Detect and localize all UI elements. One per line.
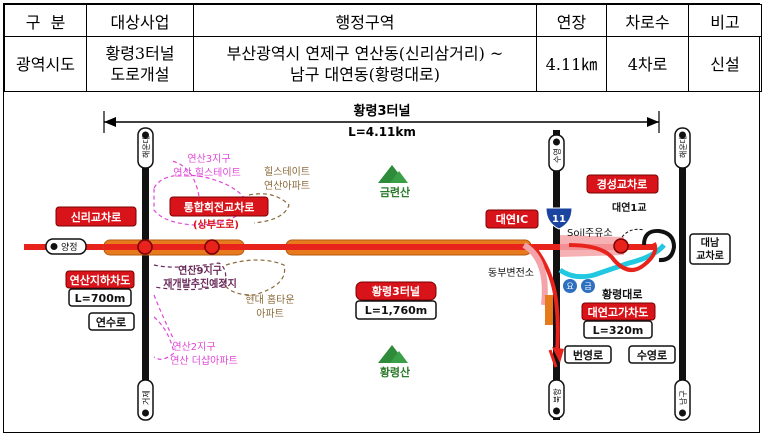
route-11-shield: 11 [545, 207, 573, 230]
suyeong-bottom-direction-label: 북항 [553, 388, 562, 403]
left-top-direction: 해운대 [137, 127, 154, 169]
route-map: 황령3터널 L=4.11km 해운대 거제 수영 북항 해운대 남구 [24, 103, 731, 421]
header-lanes: 차로수 [606, 4, 689, 37]
yeonsu-ro-label: 연수로 [96, 315, 126, 329]
left-vertical-road [142, 130, 149, 420]
cell-area: 부산광역시 연제구 연산동(신리삼거리) ~ 남구 대연동(황령대로) [193, 36, 537, 92]
suyeong-ro-label: 수영로 [637, 349, 667, 362]
dimension-line [103, 111, 660, 133]
project-line-1: 황령3터널 [105, 44, 175, 63]
daeyeon-ic-label: 대연IC [496, 212, 528, 226]
integrated-junction-sublabel: (상부도로) [193, 218, 239, 231]
suyeong-top-direction: 수영 [548, 134, 565, 172]
yeonsan9-sublabel: 재개발추진예정지 [163, 277, 237, 290]
underpass-length: L=700m [75, 292, 126, 305]
cell-category: 광역시도 [4, 36, 87, 92]
cell-length: 4.11㎞ [536, 36, 607, 92]
geumnyeon-mountain [378, 165, 408, 183]
integrated-junction-label: 통합회전교차로 [184, 200, 255, 214]
project-line-2: 도로개설 [110, 65, 170, 84]
danam-junction-label: 대남 [701, 236, 720, 249]
hyundai-label: 현대 홈타운 [245, 293, 294, 306]
suyeong-top-direction-label: 수영 [552, 148, 562, 163]
tunnel-name-badge: 황령3터널 [372, 284, 420, 298]
header-project: 대상사업 [86, 4, 194, 37]
right-top-direction-label: 해운대 [678, 136, 688, 158]
right-bottom-direction: 남구 [674, 379, 691, 421]
header-length: 연장 [536, 4, 607, 37]
daeyeon-bridge-label: 대연1교 [612, 201, 647, 214]
suyeong-vertical-road [553, 130, 560, 420]
ramp-arrow [552, 347, 564, 363]
toll-label-1: 요 [566, 282, 573, 291]
yeonsan2-sublabel: 연산 더샵아파트 [170, 355, 238, 367]
dimension-length: L=4.11km [348, 125, 416, 139]
hillstate-sublabel: 연산아파트 [264, 180, 310, 192]
sinri-junction-label: 신리교차로 [71, 210, 122, 224]
daeyeon-loop [642, 228, 677, 263]
dongbu-station-label: 동부변전소 [488, 267, 534, 279]
overpass-ramp [568, 242, 658, 272]
hillstate-label: 힐스테이트 [264, 165, 310, 178]
pink-ramp [522, 242, 548, 306]
hyundai-sublabel: 아파트 [256, 308, 284, 320]
yeonsan2-label: 연산2지구 [172, 341, 215, 353]
gyeongseong-junction-marker [613, 238, 629, 254]
sinri-junction-marker [137, 239, 153, 255]
right-top-direction: 해운대 [674, 127, 691, 169]
header-note: 비고 [688, 4, 762, 37]
overpass-length: L=320m [593, 324, 644, 337]
right-vertical-road [679, 130, 686, 420]
yangjeong-label: 양정 [61, 242, 78, 253]
hwangnyeong-mountain [378, 345, 408, 363]
south-arrow-left [548, 349, 558, 368]
route-number: 11 [552, 214, 566, 225]
dimension-title: 황령3터널 [354, 103, 411, 119]
yeonsan9-label: 연산9지구 [178, 264, 222, 277]
yeonsan3-sublabel: 연산 힐스테이트 [173, 166, 241, 179]
underpass-label: 연산지하차도 [70, 273, 131, 287]
left-bottom-direction-label: 거제 [142, 390, 151, 405]
table-header-row: 구 분 대상사업 행정구역 연장 차로수 비고 [4, 4, 762, 37]
main-route-overlay [104, 244, 531, 250]
overpass-label: 대연고가차도 [588, 305, 649, 319]
overpass-block [545, 295, 553, 325]
beonyeong-ro-label: 번영로 [573, 348, 603, 362]
hwangnyeong-mountain-label: 황령산 [380, 365, 410, 379]
integrated-junction-marker [204, 239, 220, 255]
toll-label-2: 금 [584, 282, 591, 291]
header-area: 행정구역 [193, 4, 537, 37]
yeonsan3-label: 연산3지구 [187, 153, 230, 165]
south-ramp [532, 245, 560, 354]
cell-lanes: 4차로 [606, 36, 689, 92]
right-bottom-direction-label: 남구 [679, 390, 688, 405]
area-line-1: 부산광역시 연제구 연산동(신리삼거리) ~ [226, 44, 504, 63]
geumnyeon-mountain-label: 금련산 [380, 185, 410, 199]
yangjeong-badge: 양정 [45, 238, 87, 255]
cell-note: 신설 [688, 36, 762, 92]
suyeong-bottom-direction: 북항 [548, 379, 565, 419]
left-top-direction-label: 해운대 [141, 136, 151, 158]
danam-junction-sublabel: 교차로 [696, 249, 724, 262]
header-category: 구 분 [4, 4, 87, 37]
hwangnyeong-daero-label: 황령대로 [602, 287, 642, 301]
area-line-2: 남구 대연동(황령대로) [289, 65, 441, 84]
gyeongseong-junction-label: 경성교차로 [597, 177, 648, 191]
left-bottom-direction: 거제 [137, 379, 154, 421]
dashed-loop [621, 228, 645, 238]
tunnel-length-badge: L=1,760m [365, 304, 427, 317]
soil-station-label: Soil주유소 [567, 227, 613, 239]
